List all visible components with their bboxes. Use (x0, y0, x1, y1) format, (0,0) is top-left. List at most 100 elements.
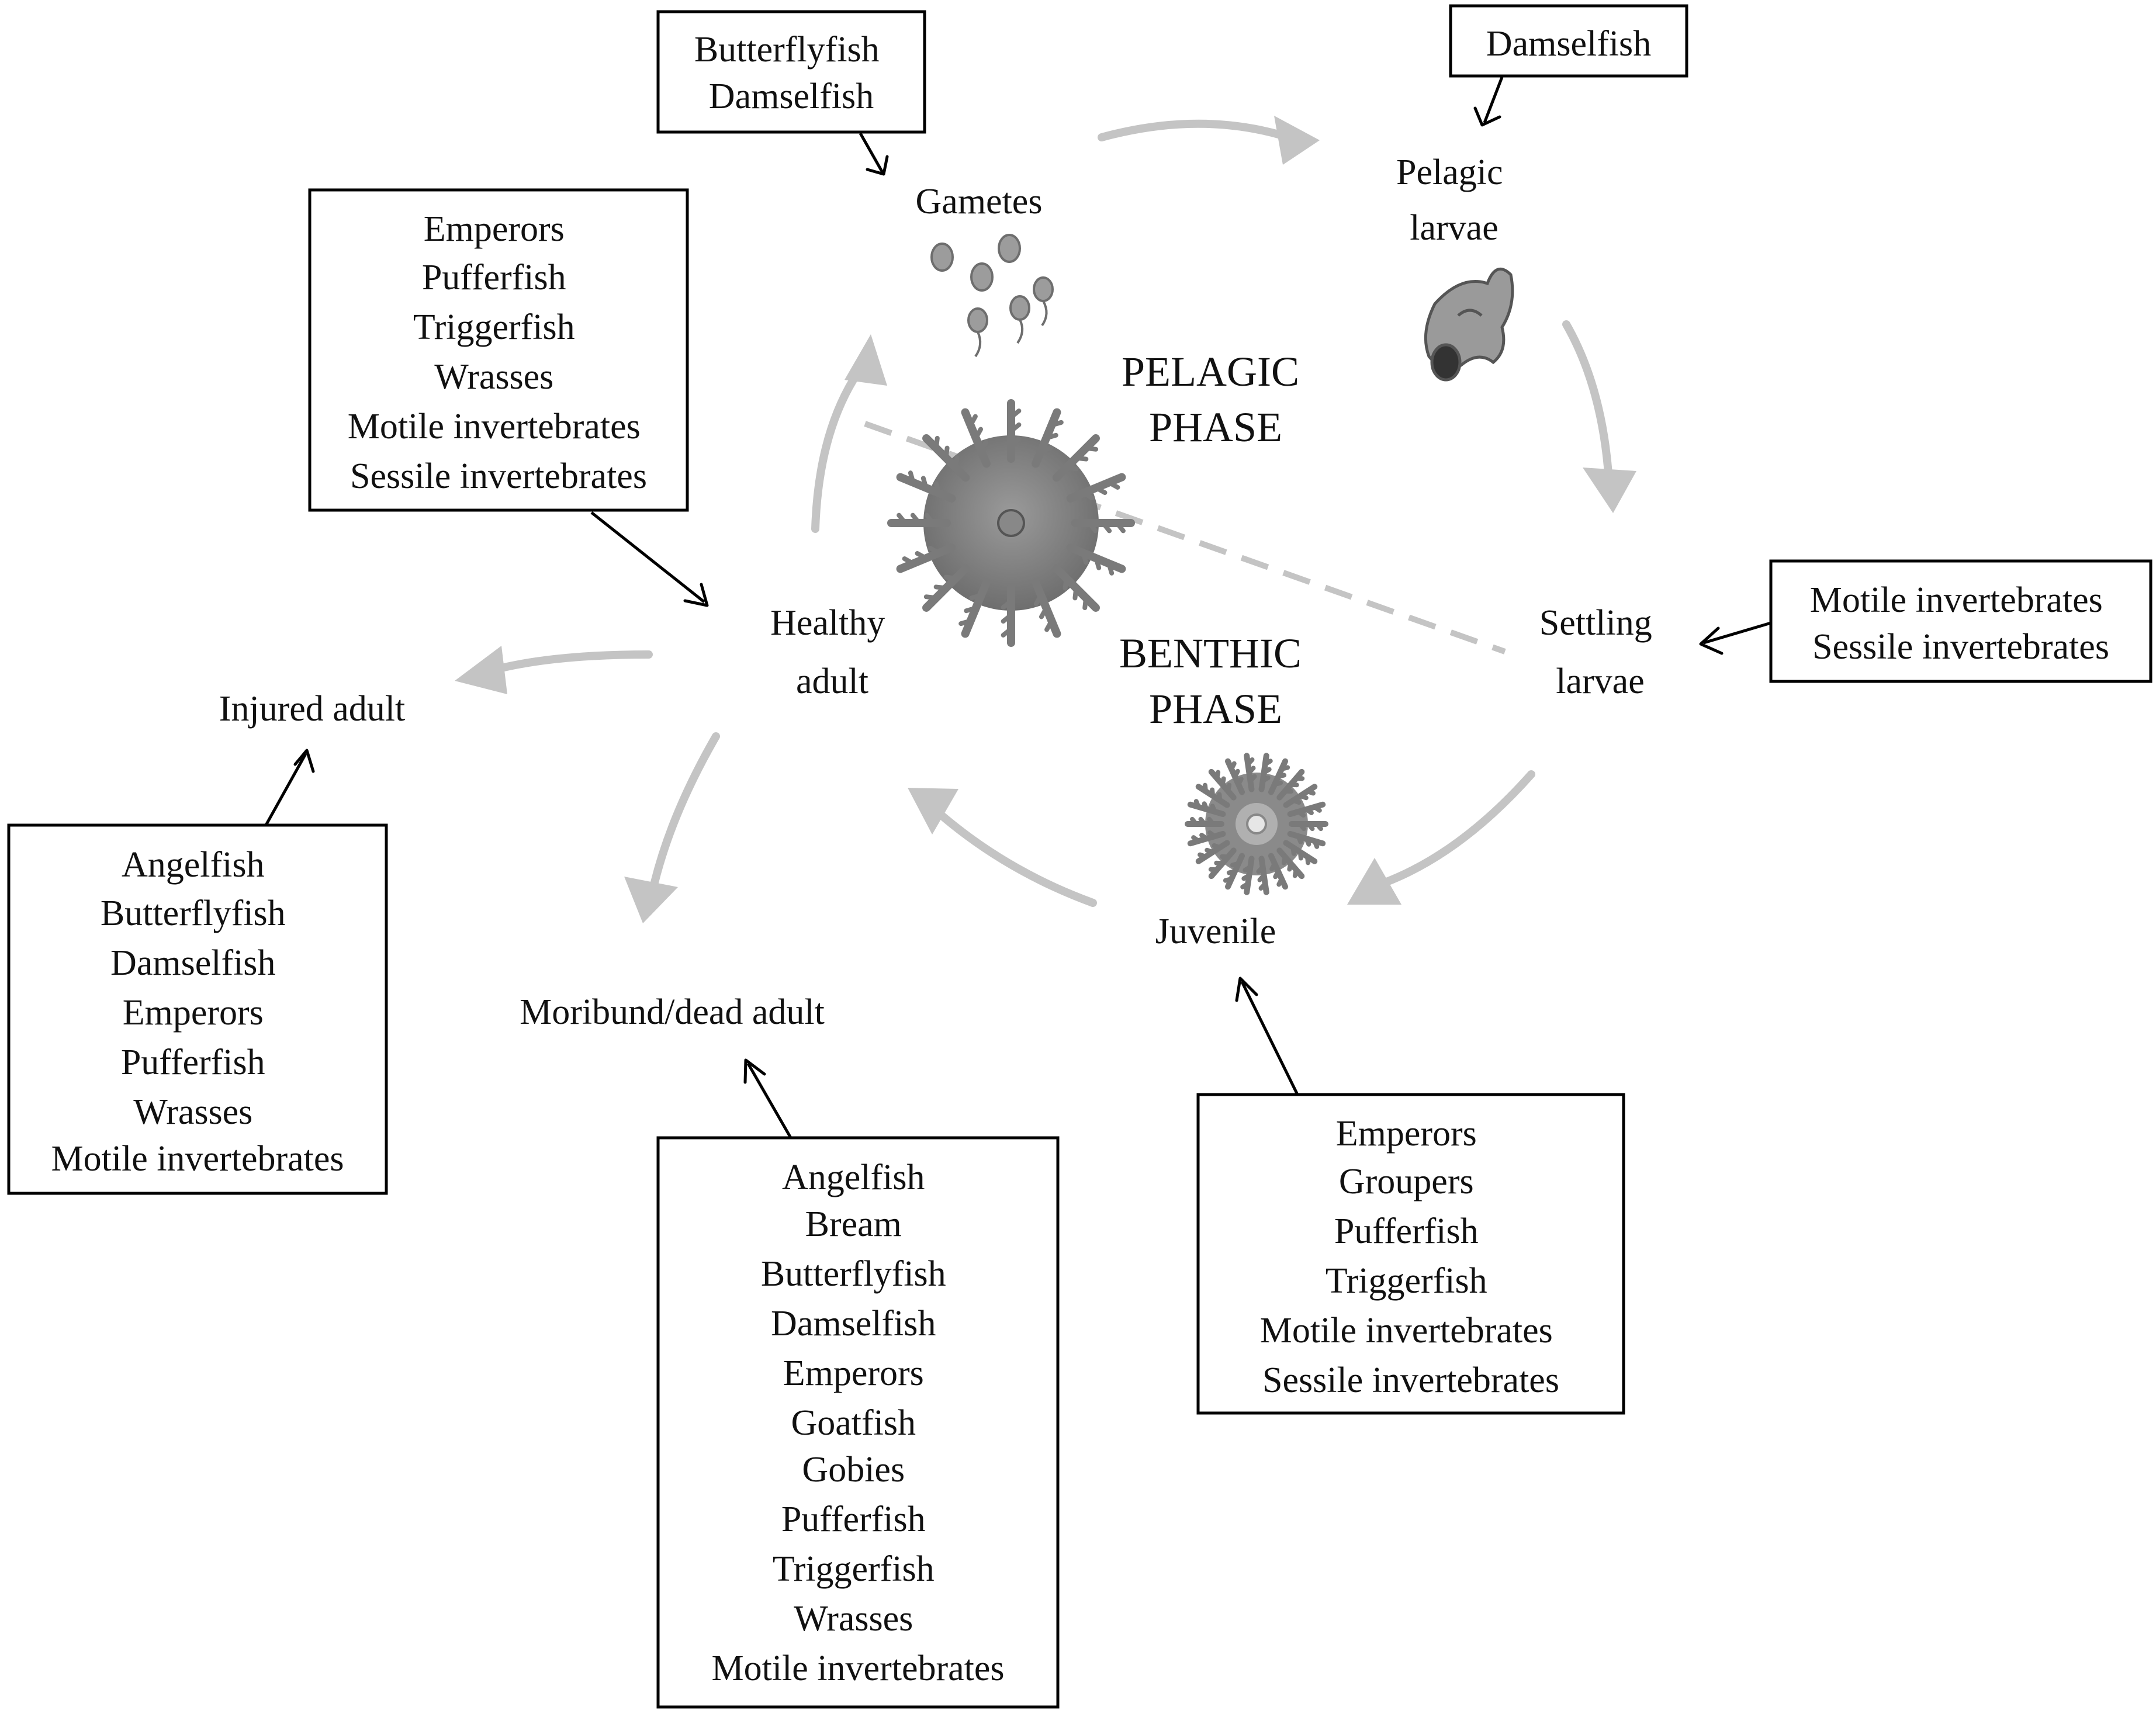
starfish-spine (973, 427, 984, 441)
starfish-spine (1296, 809, 1306, 818)
cycle-arrow-larvae-to-settling (1562, 320, 1612, 477)
starfish-spine (1064, 465, 1079, 472)
stage-settling-larvae-label: Settling larvae (1539, 603, 1661, 701)
svg-text:Angelfish Bream Bu: Angelfish Bream Butterflyfish Damselfish… (712, 1158, 1005, 1688)
pointer-arrow-moribund-adult (746, 1062, 793, 1139)
starfish-spine (1093, 556, 1102, 570)
starfish-spine (1306, 822, 1315, 832)
starfish-spine (1247, 766, 1256, 775)
starfish-spine (1230, 861, 1241, 868)
starfish-spine (1290, 798, 1302, 805)
starfish-spine (1191, 835, 1201, 844)
predator-box-pelagic-larvae: Damselfish (1449, 4, 1688, 78)
pointer-arrowhead (683, 583, 709, 607)
starfish-spine (1001, 612, 1013, 624)
starfish-spine (1207, 830, 1217, 839)
svg-text:Angelfish Butterflyfish: Angelfish Butterflyfish Damselfish Emper… (51, 845, 344, 1179)
predator-box-juvenile: Emperors Groupers Pufferfish Triggerfish… (1196, 1093, 1625, 1415)
predator-box-injured-adult: Angelfish Butterflyfish Damselfish Emper… (7, 823, 388, 1195)
starfish-spine (1033, 593, 1044, 607)
starfish-spine (897, 513, 908, 525)
stage-juvenile-label: Juvenile (1155, 912, 1276, 951)
starfish-spine (1240, 881, 1251, 889)
starfish-spine (910, 513, 922, 525)
starfish-spine (1001, 598, 1013, 610)
starfish-spine (1193, 799, 1201, 809)
starfish-spine (1220, 776, 1226, 787)
starfish-spine (1106, 561, 1115, 576)
starfish-spine (1260, 775, 1271, 784)
pointer-arrow-injured-adult (264, 753, 307, 826)
pointer-arrow-healthy-adult (590, 511, 705, 603)
starfish-spine (1273, 868, 1281, 879)
starfish-spine (1279, 765, 1290, 771)
svg-text:Emperors Groupers: Emperors Groupers Pufferfish Triggerfish… (1260, 1114, 1562, 1400)
starfish-spine (1212, 843, 1223, 850)
starfish-spine (923, 594, 939, 601)
starfish-spine (943, 445, 950, 460)
cycle-arrowhead (908, 788, 958, 835)
adult-starfish-icon (887, 399, 1135, 647)
starfish-spine (1297, 793, 1309, 801)
starfish-spine (1202, 782, 1208, 794)
starfish-spine (1262, 759, 1273, 767)
starfish-spine (1261, 767, 1272, 775)
starfish-spine (1305, 854, 1311, 865)
starfish-spine (958, 618, 973, 626)
starfish-spine (920, 476, 929, 490)
starfish-spine (1272, 780, 1283, 787)
starfish-spine (1198, 852, 1208, 859)
starfish-spine (953, 455, 960, 470)
starfish-spine (1314, 822, 1323, 832)
starfish-spine (1199, 833, 1209, 842)
starfish-spine (1063, 576, 1069, 591)
cycle-arrowhead (455, 646, 507, 694)
starfish-spine (1205, 847, 1216, 855)
starfish-spine (1039, 605, 1049, 619)
starfish-spine (928, 545, 942, 556)
starfish-spine (1290, 845, 1296, 856)
starfish-spine (1304, 806, 1314, 815)
pointer-arrowhead (293, 749, 315, 773)
starfish-spine (1245, 757, 1255, 767)
starfish-spine (1084, 445, 1099, 452)
cycle-arrow-adult-to-injured (493, 650, 653, 673)
svg-text:Motile invertebrates Ses: Motile invertebrates Sessile invertebrat… (1810, 580, 2112, 667)
pointer-arrowhead (1473, 106, 1501, 127)
starfish-spine (1072, 586, 1079, 601)
pointer-arrow-settling-larvae (1703, 621, 1771, 645)
predation-arrows (264, 77, 1771, 1139)
starfish-spine (1258, 881, 1268, 891)
starfish-spine (1190, 816, 1199, 826)
starfish-spine (1281, 854, 1288, 865)
phase-benthic-label: BENTHIC PHASE (1119, 630, 1312, 732)
starfish-spine (1248, 774, 1257, 784)
starfish-spine (1217, 792, 1223, 803)
starfish-spine (1269, 861, 1277, 872)
pointer-arrow-pelagic-larvae (1483, 77, 1504, 123)
predator-box-moribund-adult: Angelfish Bream Butterflyfish Damselfish… (656, 1136, 1060, 1709)
cycle-arrow-gametes-to-larvae (1098, 119, 1287, 141)
stage-injured-adult-label: Injured adult (219, 689, 406, 729)
starfish-spine (1312, 804, 1322, 813)
starfish-spine (1001, 626, 1013, 638)
starfish-spine (1275, 773, 1287, 780)
pointer-arrowhead (1699, 626, 1724, 655)
stage-pelagic-larvae-label: Pelagic larvae (1396, 153, 1512, 248)
starfish-spine (1039, 445, 1053, 453)
phase-pelagic-label: PELAGIC PHASE (1122, 348, 1310, 451)
cycle-arrow-settling-to-juvenile (1381, 770, 1535, 887)
svg-text:Butterflyfish Damselfish: Butterflyfish Damselfish (694, 30, 888, 116)
cycle-arrow-juvenile-to-adult (934, 808, 1097, 907)
starfish-spine (1074, 455, 1089, 462)
starfish-spine (1115, 521, 1126, 534)
svg-text:Damselfish: Damselfish (1486, 24, 1651, 64)
starfish-spine (1297, 822, 1306, 832)
starfish-spine (1243, 864, 1253, 873)
stage-gametes-label: Gametes (916, 182, 1043, 221)
pointer-arrowhead (743, 1058, 766, 1084)
starfish-spine (943, 574, 958, 581)
starfish-spine (933, 584, 949, 591)
starfish-spine (908, 470, 916, 485)
